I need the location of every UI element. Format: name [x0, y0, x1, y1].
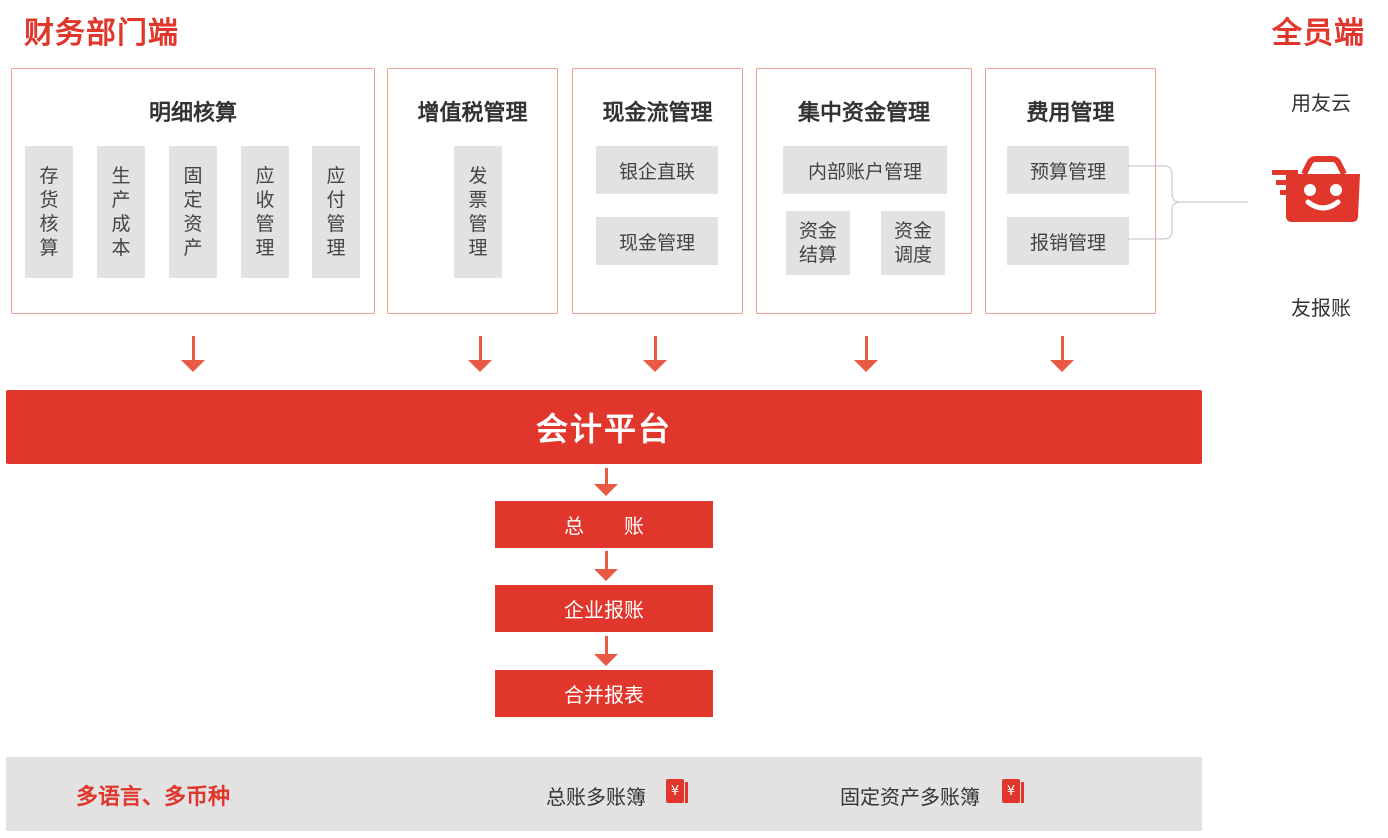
- chip-bank-link: 银企直联: [596, 146, 718, 194]
- chip-fund-settlement-label: 资金结算: [798, 220, 837, 266]
- vertical-chip-label: 发票管理: [468, 165, 488, 259]
- ledger-multi-book-label: 总账多账簿: [546, 785, 646, 809]
- asset-multi-book-label: 固定资产多账簿: [840, 785, 980, 809]
- multi-language-currency-label: 多语言、多币种: [76, 785, 231, 810]
- bottom-feature-bar: 多语言、多币种 总账多账簿 ¥ 固定资产多账簿 ¥: [6, 757, 1202, 831]
- all-staff-title: 全员端: [1272, 16, 1365, 51]
- chip-cash-management: 现金管理: [596, 217, 718, 265]
- yonyou-cloud-label: 用友云: [1291, 91, 1351, 115]
- arrow-down: [181, 336, 205, 372]
- vertical-chip: 应付管理: [312, 146, 360, 278]
- chip-budget: 预算管理: [1007, 146, 1129, 194]
- chip-fund-settlement: 资金结算: [786, 211, 850, 275]
- consolidated-statement-box: 合并报表: [495, 670, 713, 717]
- arrow-down: [594, 636, 618, 666]
- bracket-connector: [1128, 165, 1248, 240]
- vertical-chip-label: 存货核算: [39, 165, 59, 259]
- arrow-down: [643, 336, 667, 372]
- vertical-chip: 固定资产: [169, 146, 217, 278]
- dept-side-title: 财务部门端: [24, 16, 179, 51]
- module-detail-accounting: 明细核算 存货核算 生产成本 固定资产 应收管理 应付管理: [11, 68, 375, 314]
- vertical-chip-label: 应付管理: [326, 165, 346, 259]
- general-ledger-box: 总 账: [495, 501, 713, 548]
- basket-face-icon: [1272, 156, 1360, 222]
- chip-internal-account: 内部账户管理: [783, 146, 947, 194]
- vertical-chip: 应收管理: [241, 146, 289, 278]
- arrow-down: [594, 468, 618, 496]
- vertical-chip-label: 应收管理: [255, 165, 275, 259]
- module-title: 明细核算: [148, 101, 237, 126]
- chip-fund-dispatch-label: 资金调度: [893, 220, 932, 266]
- arrow-down: [468, 336, 492, 372]
- accounting-platform-bar: 会计平台: [6, 390, 1202, 464]
- chip-reimbursement: 报销管理: [1007, 217, 1129, 265]
- module-vat: 增值税管理 发票管理: [387, 68, 558, 314]
- module-title: 费用管理: [1026, 101, 1115, 126]
- module-title: 现金流管理: [602, 101, 713, 126]
- vertical-chip-label: 生产成本: [111, 165, 131, 259]
- module-cash-flow: 现金流管理 银企直联 现金管理: [572, 68, 743, 314]
- you-reimburse-label: 友报账: [1291, 296, 1351, 320]
- enterprise-reimbursement-box: 企业报账: [495, 585, 713, 632]
- module-title: 集中资金管理: [797, 101, 930, 126]
- currency-book-icon: ¥: [1002, 779, 1024, 803]
- chip-fund-dispatch: 资金调度: [881, 211, 945, 275]
- module-title: 增值税管理: [417, 101, 528, 126]
- vertical-chip: 存货核算: [25, 146, 73, 278]
- arrow-down: [854, 336, 878, 372]
- arrow-down: [594, 551, 618, 581]
- arrow-down: [1050, 336, 1074, 372]
- vertical-chip: 生产成本: [97, 146, 145, 278]
- module-expense: 费用管理 预算管理 报销管理: [985, 68, 1156, 314]
- module-central-fund: 集中资金管理 内部账户管理 资金结算 资金调度: [756, 68, 972, 314]
- currency-book-icon: ¥: [666, 779, 688, 803]
- vertical-chip-label: 固定资产: [183, 165, 203, 259]
- vertical-chip: 发票管理: [454, 146, 502, 278]
